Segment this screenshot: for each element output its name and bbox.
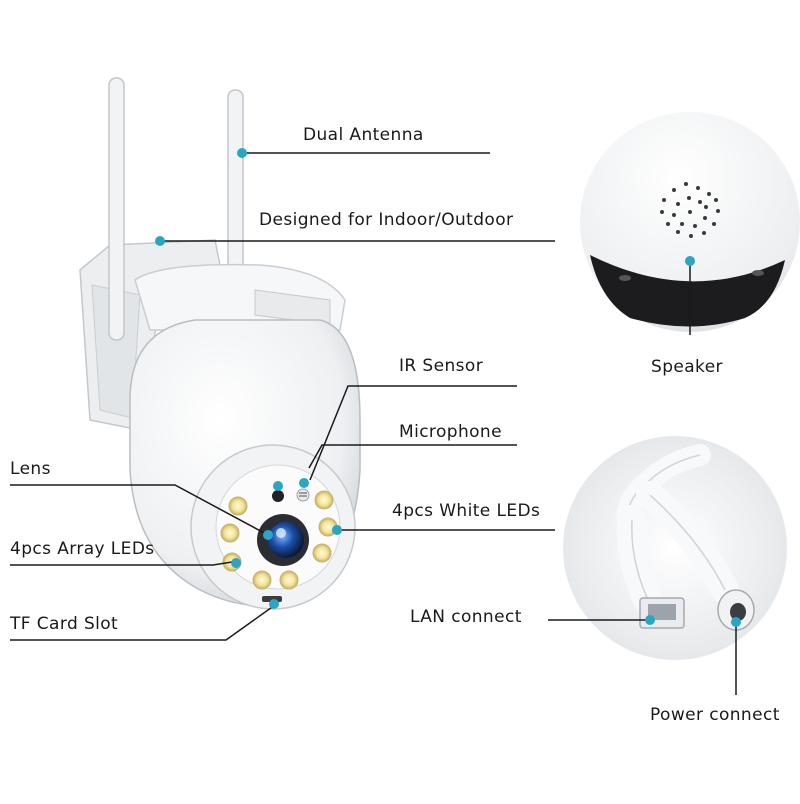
leader-lens	[10, 484, 269, 536]
camera-body	[79, 77, 361, 610]
dual-antenna-label: Dual Antenna	[303, 125, 424, 145]
dot-microphone	[299, 478, 309, 488]
dot-speaker	[685, 256, 695, 266]
leader-microphone	[308, 444, 517, 469]
indoor-outdoor-label: Designed for Indoor/Outdoor	[259, 210, 514, 230]
lens-label: Lens	[10, 459, 51, 479]
tf-card-slot-label: TF Card Slot	[10, 614, 119, 634]
array-leds-label: 4pcs Array LEDs	[10, 539, 155, 559]
dot-tf-card	[269, 599, 279, 609]
callout-dots	[155, 148, 741, 627]
dot-indoor-outdoor	[155, 236, 165, 246]
leader-array-leds	[10, 561, 233, 566]
dot-array-leds	[231, 558, 241, 568]
leader-ir-sensor	[309, 385, 517, 481]
dot-lan	[645, 615, 655, 625]
leader-tf-card	[10, 604, 276, 641]
dot-white-leds	[332, 525, 342, 535]
ir-sensor-label: IR Sensor	[399, 356, 484, 376]
leader-lines	[10, 152, 737, 695]
speaker-closeup	[580, 112, 800, 332]
dot-power	[731, 617, 741, 627]
speaker-label: Speaker	[651, 357, 723, 377]
white-leds-label: 4pcs White LEDs	[392, 501, 541, 521]
dot-lens	[263, 530, 273, 540]
microphone-label: Microphone	[399, 422, 502, 442]
lan-connect-label: LAN connect	[410, 607, 522, 627]
dot-ir-sensor	[273, 481, 283, 491]
dot-dual-antenna	[237, 148, 247, 158]
cable-closeup	[563, 436, 787, 660]
power-connect-label: Power connect	[650, 705, 780, 725]
